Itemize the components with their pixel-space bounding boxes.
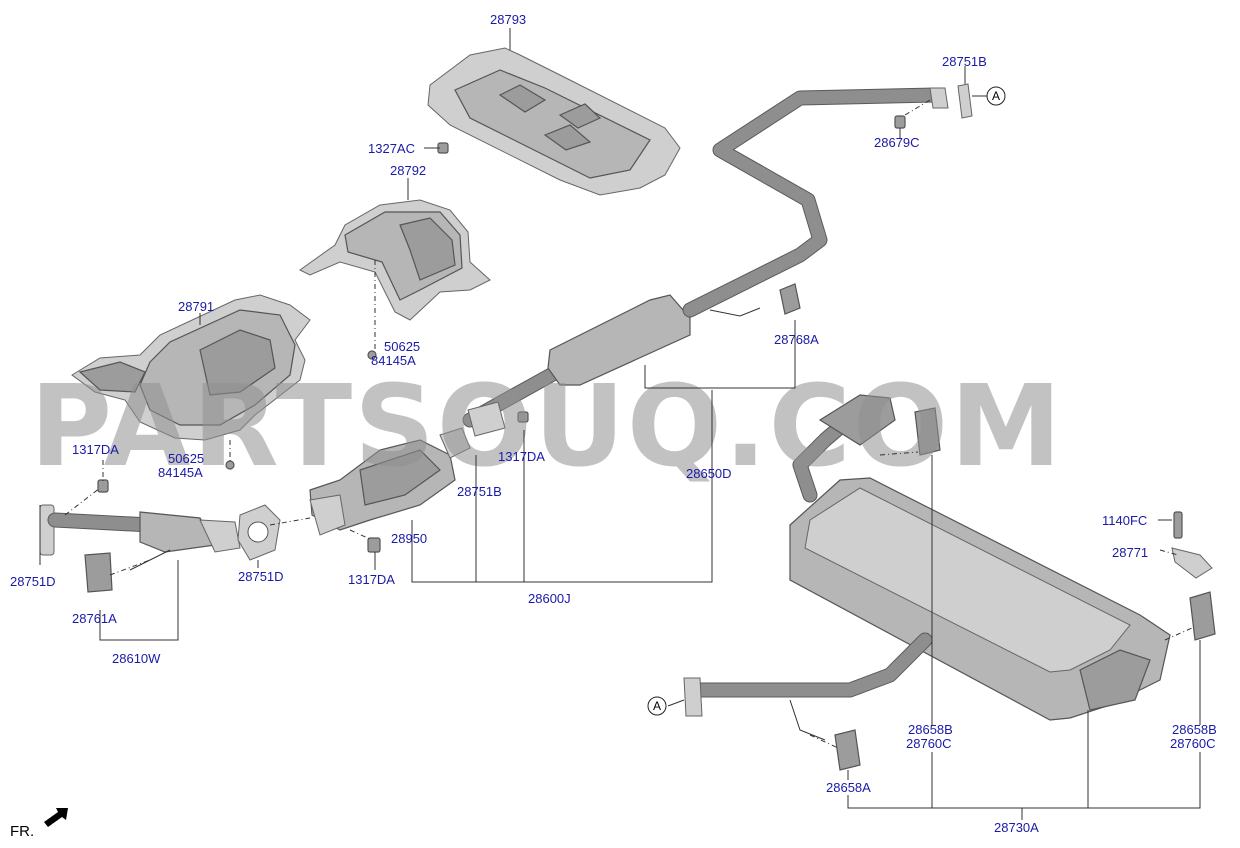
label-84145A-top[interactable]: 84145A: [371, 353, 416, 368]
watermark: PARTSOUQ.COM: [30, 362, 1064, 492]
hanger-28768A[interactable]: [779, 283, 801, 315]
label-28771[interactable]: 28771: [1112, 545, 1148, 560]
front-pipe-28610W[interactable]: [39, 504, 241, 571]
heat-shield-28791[interactable]: [71, 294, 311, 441]
label-1327AC[interactable]: 1327AC: [368, 141, 415, 156]
label-1317DA-low[interactable]: 1317DA: [348, 572, 395, 587]
front-arrow-icon: [44, 808, 68, 827]
gasket-28751B-top[interactable]: [957, 83, 973, 119]
nut-50625-top[interactable]: [367, 350, 377, 360]
label-1317DA-mid[interactable]: 1317DA: [498, 449, 545, 464]
label-28658A[interactable]: 28658A: [826, 780, 871, 795]
hanger-28658B-right[interactable]: [1189, 591, 1216, 641]
catalytic-converter-28950[interactable]: [309, 439, 456, 553]
bolt-1140FC[interactable]: [1173, 511, 1183, 539]
label-28751D-mid[interactable]: 28751D: [238, 569, 284, 584]
label-1140FC[interactable]: 1140FC: [1102, 513, 1147, 528]
rear-muffler-28730A[interactable]: [683, 394, 1171, 741]
label-28760C-mid[interactable]: 28760C: [906, 736, 952, 751]
direction-label: FR.: [10, 823, 34, 840]
connector-a-bottom: A: [647, 696, 667, 716]
connector-a-top: A: [986, 86, 1006, 106]
label-28760C-right[interactable]: 28760C: [1170, 736, 1216, 751]
label-28793[interactable]: 28793: [490, 12, 526, 27]
label-28768A[interactable]: 28768A: [774, 332, 819, 347]
hanger-28658A[interactable]: [834, 729, 861, 771]
heat-shield-28792[interactable]: [299, 199, 491, 321]
label-28751B-mid[interactable]: 28751B: [457, 484, 502, 499]
label-28610W[interactable]: 28610W: [112, 651, 161, 666]
svg-text:A: A: [653, 699, 661, 713]
front-direction-marker: FR.: [10, 808, 68, 840]
label-50625-top[interactable]: 50625: [384, 339, 420, 354]
center-muffler-28650D[interactable]: [462, 87, 949, 437]
label-28950[interactable]: 28950: [391, 531, 427, 546]
label-28650D[interactable]: 28650D: [686, 466, 732, 481]
hanger-28658B-mid[interactable]: [914, 407, 941, 456]
label-28751B-top[interactable]: 28751B: [942, 54, 987, 69]
label-50625-bottom[interactable]: 50625: [168, 451, 204, 466]
gasket-28751B-mid[interactable]: [439, 427, 471, 459]
nut-28679C[interactable]: [894, 115, 906, 129]
gasket-28751D-mid[interactable]: [237, 504, 281, 561]
label-28658B-mid[interactable]: 28658B: [908, 722, 953, 737]
label-84145A-bottom[interactable]: 84145A: [158, 465, 203, 480]
label-28658B-right[interactable]: 28658B: [1172, 722, 1217, 737]
part-labels: 28793 1327AC 28792 50625 84145A 28791 13…: [10, 12, 1217, 835]
leader-lines: [39, 28, 1201, 820]
label-1317DA-left[interactable]: 1317DA: [72, 442, 119, 457]
svg-text:A: A: [992, 89, 1000, 103]
hanger-28761A[interactable]: [84, 552, 113, 593]
bracket-28771[interactable]: [1171, 547, 1213, 579]
label-28761A[interactable]: 28761A: [72, 611, 117, 626]
label-28792[interactable]: 28792: [390, 163, 426, 178]
heat-shield-28793[interactable]: [427, 47, 681, 196]
label-28600J[interactable]: 28600J: [528, 591, 571, 606]
label-28730A[interactable]: 28730A: [994, 820, 1039, 835]
label-28791[interactable]: 28791: [178, 299, 214, 314]
label-28751D-left[interactable]: 28751D: [10, 574, 56, 589]
label-28679C[interactable]: 28679C: [874, 135, 920, 150]
